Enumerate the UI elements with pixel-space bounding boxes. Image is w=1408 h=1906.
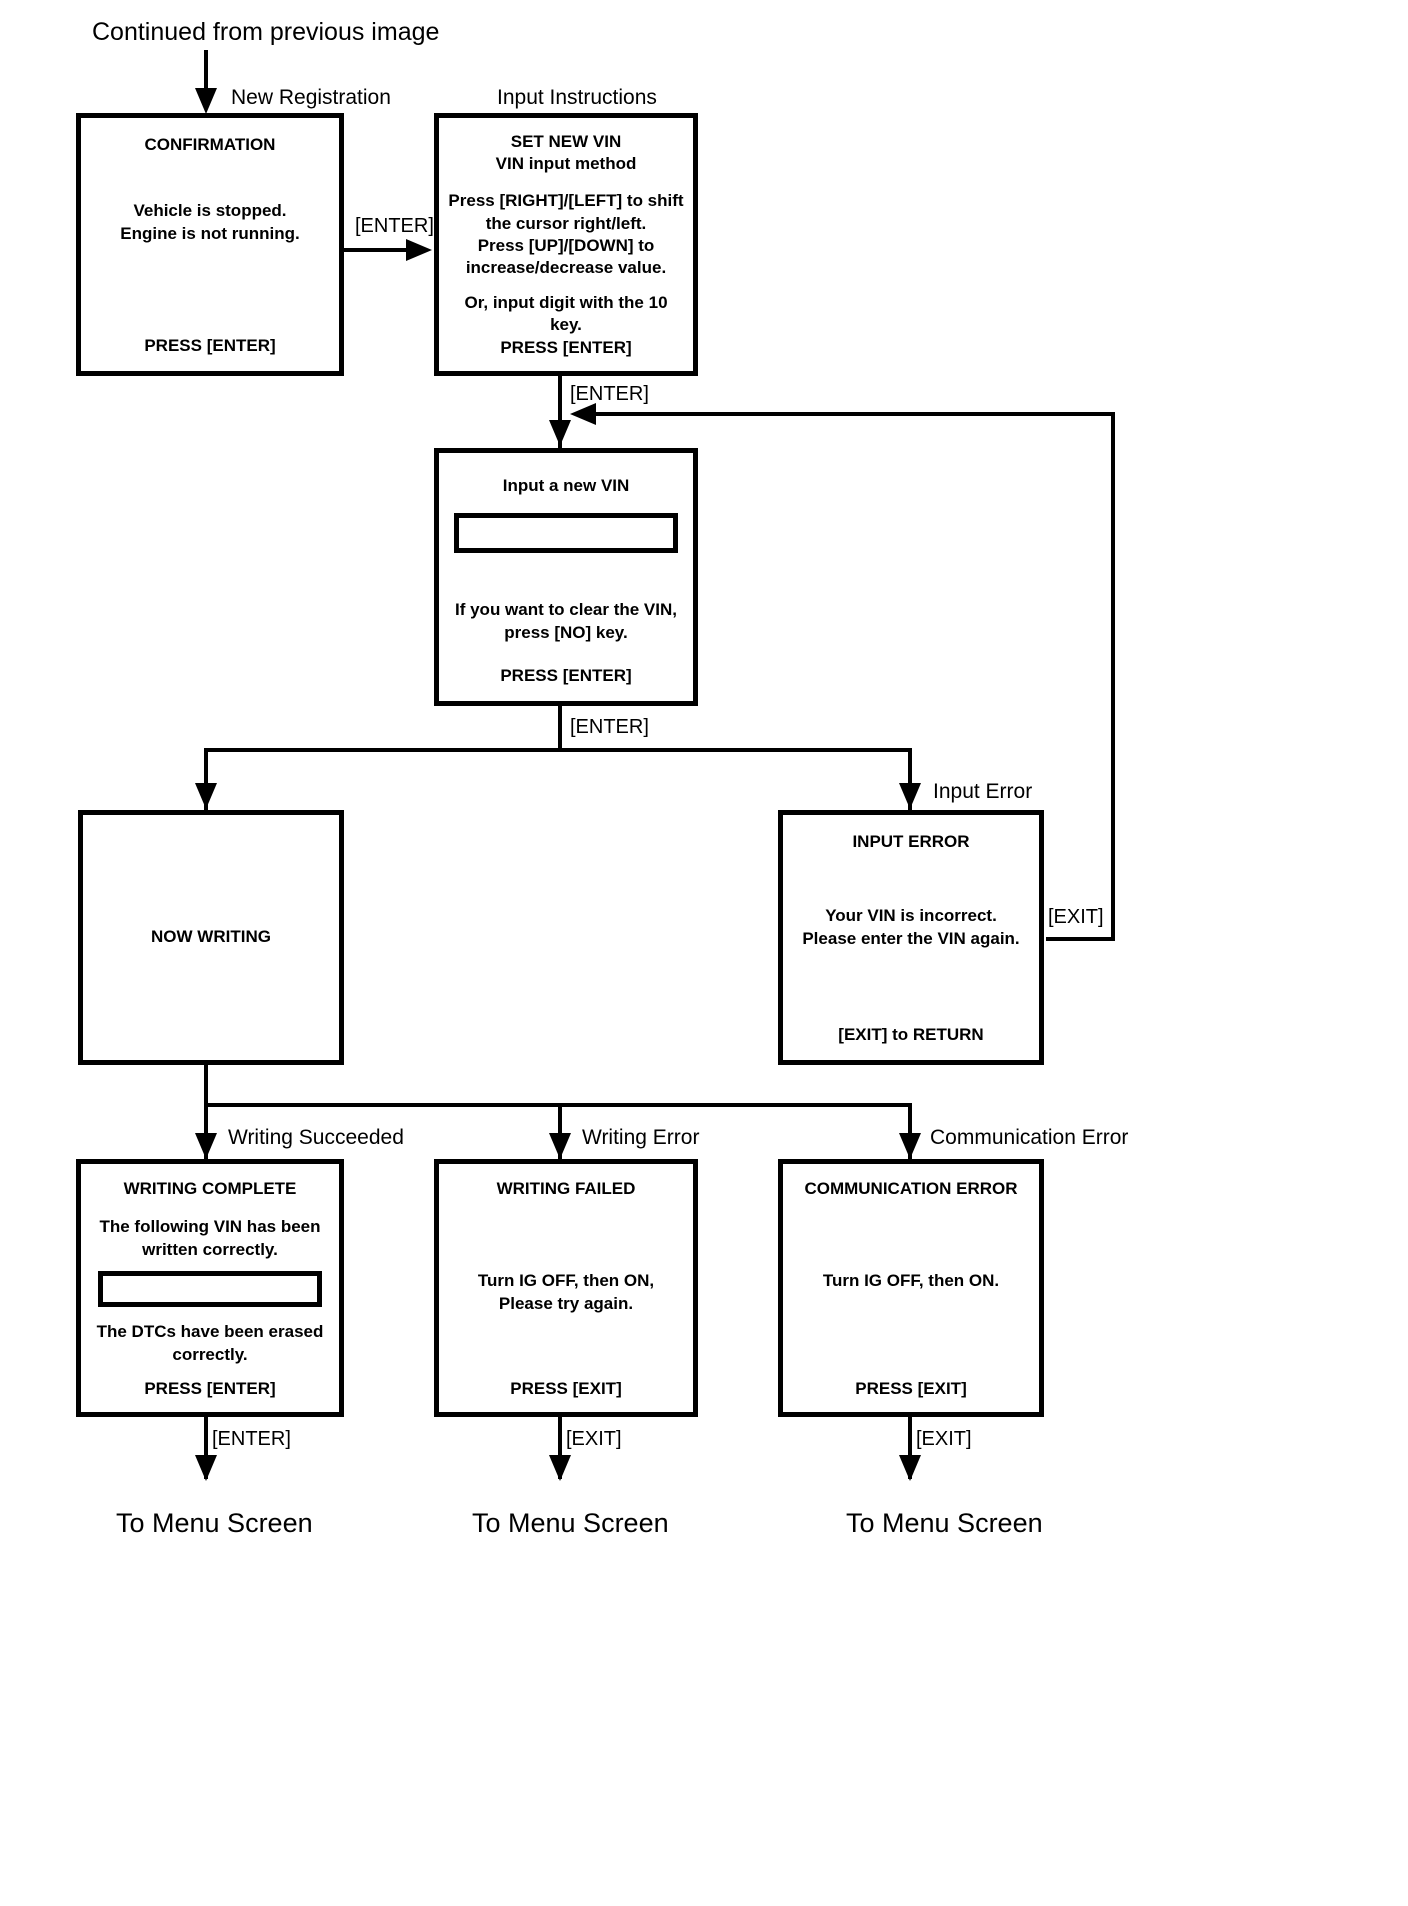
edge-label-error-return: [EXIT] [1048,906,1104,928]
set-new-vin-body-line-2: the cursor right/left. [485,213,647,233]
connector-now-writing-stem [204,1065,208,1105]
connector-input-to-bus-stem [558,706,562,750]
input-error-title: INPUT ERROR [852,832,970,851]
input-new-vin-body-line-2: press [NO] key. [504,622,628,642]
writing-complete-body-line-3: The DTCs have been erased [96,1322,324,1342]
written-vin-field [98,1271,322,1308]
edge-label-input-to-branch: [ENTER] [570,716,649,738]
communication-error-body-line-1: Turn IG OFF, then ON. [822,1271,1000,1291]
connector-comm-to-menu-line [908,1417,912,1479]
connector-bus-to-writing-failed-line [558,1103,562,1159]
confirmation-title: CONFIRMATION [144,135,276,154]
screen-communication-error[interactable]: COMMUNICATION ERROR Turn IG OFF, then ON… [778,1159,1044,1417]
set-new-vin-body-line-4: increase/decrease value. [465,258,667,278]
connector-entry-arrow [195,88,217,114]
edge-label-comm-to-menu: [EXIT] [916,1428,972,1450]
connector-failed-to-menu-line [558,1417,562,1479]
annotation-new-registration: New Registration [231,86,391,109]
connector-error-return-vertical [1111,412,1115,940]
input-new-vin-footer: PRESS [ENTER] [500,665,632,685]
writing-complete-body-line-4: correctly. [172,1344,248,1364]
annotation-input-error: Input Error [933,780,1033,803]
connector-bus-to-input-error-arrow [899,783,921,809]
connector-complete-to-menu-line [204,1417,208,1479]
connector-error-return-bottom [1046,937,1115,941]
input-new-vin-body-line-1: If you want to clear the VIN, [455,600,677,620]
set-new-vin-body-line-3: Press [UP]/[DOWN] to [477,235,655,255]
connector-entry-line [204,50,208,102]
writing-complete-body-line-2: written correctly. [142,1239,278,1259]
set-new-vin-footer: PRESS [ENTER] [500,337,632,357]
screen-input-error[interactable]: INPUT ERROR Your VIN is incorrect. Pleas… [778,810,1044,1065]
connector-branch-bus [204,748,912,752]
terminal-to-menu-screen-1: To Menu Screen [116,1508,313,1538]
screen-now-writing[interactable]: NOW WRITING [78,810,344,1065]
writing-failed-body-line-1: Turn IG OFF, then ON, [477,1271,655,1291]
screen-set-new-vin[interactable]: SET NEW VIN VIN input method Press [RIGH… [434,113,698,376]
terminal-to-menu-screen-2: To Menu Screen [472,1508,669,1538]
connector-bus-to-writing-complete-arrow [195,1133,217,1159]
connector-complete-to-menu-arrow [195,1455,217,1481]
edge-label-complete-to-menu: [ENTER] [212,1428,291,1450]
connector-instructions-to-input-line [558,376,562,448]
connector-failed-to-menu-arrow [549,1455,571,1481]
writing-failed-body-line-2: Please try again. [498,1293,634,1313]
terminal-to-menu-screen-3: To Menu Screen [846,1508,1043,1538]
writing-failed-title: WRITING FAILED [496,1179,636,1198]
communication-error-title: COMMUNICATION ERROR [804,1179,1018,1198]
screen-confirmation[interactable]: CONFIRMATION Vehicle is stopped. Engine … [76,113,344,376]
connector-confirmation-to-instructions-arrow [406,239,432,261]
screen-input-new-vin[interactable]: Input a new VIN If you want to clear the… [434,448,698,706]
connector-comm-to-menu-arrow [899,1455,921,1481]
connector-confirmation-to-instructions-line [344,248,410,252]
annotation-input-instructions: Input Instructions [497,86,657,109]
screen-writing-failed[interactable]: WRITING FAILED Turn IG OFF, then ON, Ple… [434,1159,698,1417]
connector-bus-to-writing-complete-line [204,1103,208,1159]
input-new-vin-title: Input a new VIN [502,476,630,495]
writing-complete-body-line-1: The following VIN has been [99,1217,321,1237]
set-new-vin-body-line-1: Press [RIGHT]/[LEFT] to shift [448,191,684,211]
writing-failed-footer: PRESS [EXIT] [510,1378,622,1398]
confirmation-footer: PRESS [ENTER] [144,335,276,355]
connector-error-return-top [578,412,1115,416]
connector-bus-to-now-writing-line [204,748,208,810]
edge-label-failed-to-menu: [EXIT] [566,1428,622,1450]
connector-bus-to-communication-error-line [908,1103,912,1159]
set-new-vin-title-line-2: VIN input method [495,154,637,174]
input-error-body-line-2: Please enter the VIN again. [802,928,1020,948]
vin-input-field[interactable] [454,513,678,554]
annotation-writing-succeeded: Writing Succeeded [228,1126,404,1149]
edge-label-instructions-to-input: [ENTER] [570,383,649,405]
edge-label-confirmation-to-instructions: [ENTER] [355,215,434,237]
connector-bus-to-now-writing-arrow [195,783,217,809]
input-error-footer: [EXIT] to RETURN [838,1024,984,1044]
connector-bus-to-communication-error-arrow [899,1133,921,1159]
communication-error-footer: PRESS [EXIT] [855,1378,967,1398]
annotation-communication-error: Communication Error [930,1126,1129,1149]
entry-note-label: Continued from previous image [92,18,440,46]
connector-bus-to-writing-failed-arrow [549,1133,571,1159]
connector-instructions-to-input-arrow [549,420,571,446]
set-new-vin-body-line-5: Or, input digit with the 10 key. [464,292,668,335]
writing-complete-title: WRITING COMPLETE [123,1179,297,1198]
now-writing-title: NOW WRITING [151,927,271,947]
set-new-vin-title-line-1: SET NEW VIN [510,132,622,151]
confirmation-body-line-2: Engine is not running. [120,223,300,243]
writing-complete-footer: PRESS [ENTER] [144,1378,276,1398]
annotation-writing-error: Writing Error [582,1126,700,1149]
connector-bus-to-input-error-line [908,748,912,810]
screen-writing-complete[interactable]: WRITING COMPLETE The following VIN has b… [76,1159,344,1417]
connector-error-return-arrow [570,403,596,425]
confirmation-body-line-1: Vehicle is stopped. [133,201,287,221]
input-error-body-line-1: Your VIN is incorrect. [825,906,997,926]
